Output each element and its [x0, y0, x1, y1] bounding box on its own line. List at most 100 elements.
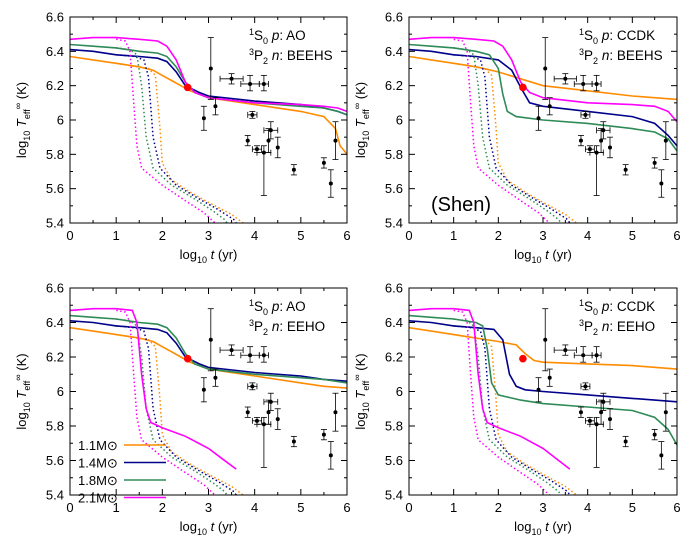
- observation-point: [596, 392, 611, 411]
- y-tick-label: 5.8: [46, 147, 64, 162]
- neutron-gap-label: 3P2 n: EEHO: [579, 318, 655, 337]
- observation-point: [573, 74, 593, 92]
- x-tick-label: 4: [251, 500, 258, 515]
- observation-point: [256, 416, 272, 468]
- observation-point: [219, 73, 244, 85]
- observation-point: [327, 441, 334, 470]
- observation-point: [244, 406, 251, 418]
- model-note-label: (Shen): [431, 194, 491, 216]
- observation-point: [258, 346, 269, 363]
- neutron-gap-label: 3P2 n: BEEHS: [249, 47, 333, 66]
- cooling-curve-m11: [70, 326, 347, 389]
- cooling-curve-m21: [409, 36, 677, 123]
- observation-point: [553, 73, 577, 85]
- observation-point: [598, 399, 605, 425]
- y-tick-label: 6.6: [385, 10, 403, 25]
- y-tick-label: 6.4: [46, 315, 64, 330]
- x-tick-label: 2: [159, 228, 166, 243]
- observation-point: [542, 37, 549, 100]
- cooling-curve-dotted-m11: [453, 333, 577, 495]
- cooling-curve-dotted-m14: [453, 54, 571, 223]
- x-tick-label: 0: [405, 228, 412, 243]
- observation-point: [591, 346, 602, 363]
- y-axis-label: log10 Teff∞ (K): [13, 82, 32, 158]
- x-tick-label: 6: [343, 500, 350, 515]
- observation-point: [258, 74, 269, 92]
- observation-point: [662, 392, 669, 432]
- cooling-curve-m11: [409, 55, 677, 101]
- observation-point: [542, 308, 549, 372]
- y-tick-label: 6: [396, 113, 403, 128]
- x-tick-label: 1: [113, 228, 120, 243]
- y-tick-label: 6.6: [385, 281, 403, 296]
- x-tick-label: 3: [539, 228, 546, 243]
- observation-point: [651, 157, 658, 169]
- x-axis-label: log10 t (yr): [514, 247, 572, 265]
- proton-gap-label: 1S0 p: AO: [249, 298, 306, 317]
- cooling-curve-dotted-m11: [116, 62, 244, 223]
- observation-point: [263, 392, 279, 411]
- y-tick-label: 6.2: [385, 350, 403, 365]
- y-tick-label: 5.6: [385, 453, 403, 468]
- observation-point: [546, 97, 553, 116]
- y-tick-label: 6.2: [385, 78, 403, 93]
- observation-point: [212, 97, 219, 116]
- observation-point: [332, 121, 339, 160]
- legend-label: 2.1M⊙: [78, 491, 118, 506]
- y-tick-label: 5.4: [385, 216, 403, 231]
- observation-point: [651, 429, 658, 441]
- y-tick-label: 5.4: [46, 216, 64, 231]
- cooling-curve-dotted-m21: [116, 38, 216, 223]
- y-tick-label: 6: [57, 384, 64, 399]
- observation-point: [589, 416, 604, 468]
- observation-point: [212, 368, 219, 387]
- x-tick-label: 0: [66, 500, 73, 515]
- legend-item: 2.1M⊙: [78, 491, 166, 506]
- observation-point: [327, 169, 334, 198]
- cooling-curve-m18: [409, 43, 677, 152]
- observation-point: [265, 128, 272, 154]
- highlighted-source-marker: [183, 83, 192, 92]
- observation-point: [591, 74, 602, 92]
- y-tick-label: 5.8: [385, 147, 403, 162]
- cooling-curve-dotted-m21: [453, 309, 551, 495]
- observation-point: [607, 136, 613, 159]
- x-tick-label: 5: [629, 228, 636, 243]
- x-tick-label: 2: [495, 500, 502, 515]
- x-tick-label: 5: [629, 500, 636, 515]
- cooling-curve-m11: [409, 326, 677, 370]
- x-tick-label: 1: [450, 228, 457, 243]
- observation-point: [535, 105, 542, 131]
- proton-gap-label: 1S0 p: CCDK: [579, 27, 655, 46]
- legend-item: 1.8M⊙: [78, 473, 166, 488]
- series-group: [70, 36, 347, 223]
- series-group: [70, 307, 347, 495]
- series-group: [409, 307, 677, 495]
- cooling-curve-dotted-m21: [116, 309, 216, 495]
- observation-point: [207, 308, 214, 372]
- x-tick-label: 4: [584, 228, 591, 243]
- observation-point: [573, 346, 593, 363]
- series-group: [409, 36, 677, 223]
- observation-point: [658, 169, 665, 198]
- y-tick-label: 6.6: [46, 281, 64, 296]
- highlighted-source-marker: [183, 354, 192, 363]
- observation-point: [251, 416, 262, 425]
- x-tick-label: 2: [159, 500, 166, 515]
- y-tick-label: 6.2: [46, 78, 64, 93]
- legend-item: 1.4M⊙: [78, 456, 166, 471]
- legend-label: 1.4M⊙: [78, 456, 118, 471]
- observation-point: [247, 382, 258, 391]
- x-tick-label: 6: [673, 228, 680, 243]
- cooling-curve-dotted-m11: [453, 62, 577, 223]
- cooling-curve-m14: [409, 48, 677, 147]
- x-tick-label: 5: [297, 228, 304, 243]
- observation-point: [200, 377, 207, 403]
- observation-point: [207, 37, 214, 100]
- x-tick-label: 3: [539, 500, 546, 515]
- y-tick-label: 6: [57, 113, 64, 128]
- observation-point: [577, 406, 584, 418]
